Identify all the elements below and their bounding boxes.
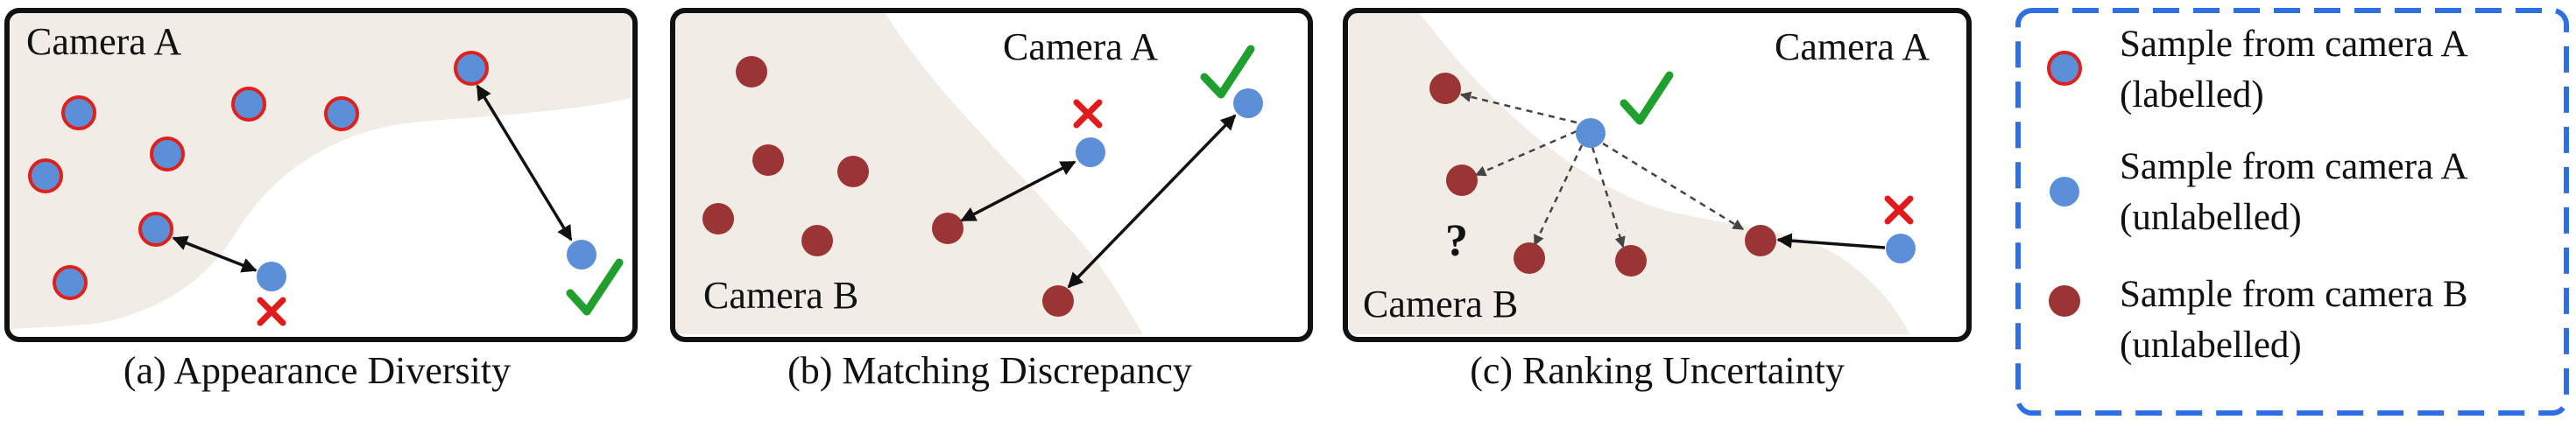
labelled-sample xyxy=(231,87,266,122)
panel-border xyxy=(670,8,1313,342)
unlabelled-b-sample xyxy=(1042,285,1074,317)
labelled-camera-a-dot xyxy=(2047,51,2082,86)
unlabelled-b-sample xyxy=(1446,164,1478,196)
labelled-sample xyxy=(138,212,173,247)
panel-appearance-diversity: Camera A xyxy=(4,8,638,342)
unlabelled-b-sample xyxy=(1745,225,1776,256)
labelled-sample xyxy=(53,265,88,300)
labelled-sample xyxy=(61,95,96,130)
cross-icon xyxy=(1884,195,1914,225)
panel-border xyxy=(4,8,638,342)
unlabelled-b-sample xyxy=(801,225,833,256)
camera-a-region xyxy=(11,12,631,329)
unlabelled-b-sample xyxy=(702,203,734,234)
labelled-sample xyxy=(28,158,63,193)
unlabelled-b-sample xyxy=(837,156,869,187)
legend-label: Sample from camera A xyxy=(2120,24,2468,65)
legend-label: Sample from camera B xyxy=(2120,274,2468,315)
legend: Sample from camera A (labelled) Sample f… xyxy=(2015,8,2569,416)
unlabelled-camera-b-dot xyxy=(2049,285,2080,317)
labelled-sample xyxy=(454,51,489,86)
cross-icon xyxy=(257,297,286,326)
labelled-samples xyxy=(28,51,489,300)
unlabelled-b-sample xyxy=(1429,73,1461,104)
panel-b-caption: (b) Matching Discrepancy xyxy=(787,349,1192,392)
camera-b-samples xyxy=(702,56,1074,317)
labelled-sample xyxy=(324,96,359,131)
unlabelled-b-sample xyxy=(1615,245,1647,276)
unlabelled-b-sample xyxy=(752,144,784,176)
check-icon xyxy=(1200,45,1255,99)
unlabelled-a-sample xyxy=(1886,234,1916,263)
camera-a-label: Camera A xyxy=(1003,25,1158,68)
camera-b-region xyxy=(676,12,1143,334)
camera-b-label: Camera B xyxy=(703,274,858,317)
unlabelled-sample xyxy=(257,262,286,291)
unlabelled-b-sample xyxy=(736,56,767,88)
question-mark: ? xyxy=(1445,216,1468,266)
unlabelled-sample xyxy=(567,240,596,270)
match-arrow xyxy=(1776,233,1886,249)
labelled-sample xyxy=(150,136,185,172)
legend-label: (unlabelled) xyxy=(2120,325,2302,366)
match-arrow xyxy=(476,84,573,242)
panel-ranking-uncertainty: Camera A Camera B ? xyxy=(1343,8,1972,342)
unlabelled-a-sample xyxy=(1576,118,1606,148)
panel-border xyxy=(1343,8,1972,342)
panel-c-caption: (c) Ranking Uncertainty xyxy=(1470,349,1845,392)
unlabelled-camera-a-dot xyxy=(2050,177,2079,206)
unlabelled-a-sample xyxy=(1233,88,1263,118)
camera-b-region xyxy=(1349,12,1909,334)
legend-border xyxy=(2015,8,2569,416)
cross-icon xyxy=(1073,99,1103,129)
unlabelled-b-sample xyxy=(1514,242,1545,274)
camera-b-label: Camera B xyxy=(1363,283,1518,326)
ranking-arrows xyxy=(1459,91,1745,248)
unlabelled-a-sample xyxy=(1076,137,1105,167)
check-icon xyxy=(1620,71,1674,125)
unlabelled-b-sample xyxy=(932,213,963,244)
panel-matching-discrepancy: Camera A Camera B xyxy=(670,8,1313,342)
legend-label: (labelled) xyxy=(2120,74,2264,116)
check-icon xyxy=(566,258,624,316)
match-arrow xyxy=(172,235,258,273)
camera-a-label: Camera A xyxy=(1775,25,1930,68)
match-arrow xyxy=(960,160,1076,222)
legend-label: Sample from camera A xyxy=(2120,146,2468,187)
panel-a-caption: (a) Appearance Diversity xyxy=(124,349,511,392)
camera-a-label: Camera A xyxy=(26,20,181,63)
legend-label: (unlabelled) xyxy=(2120,197,2302,238)
match-arrow xyxy=(1067,114,1237,289)
